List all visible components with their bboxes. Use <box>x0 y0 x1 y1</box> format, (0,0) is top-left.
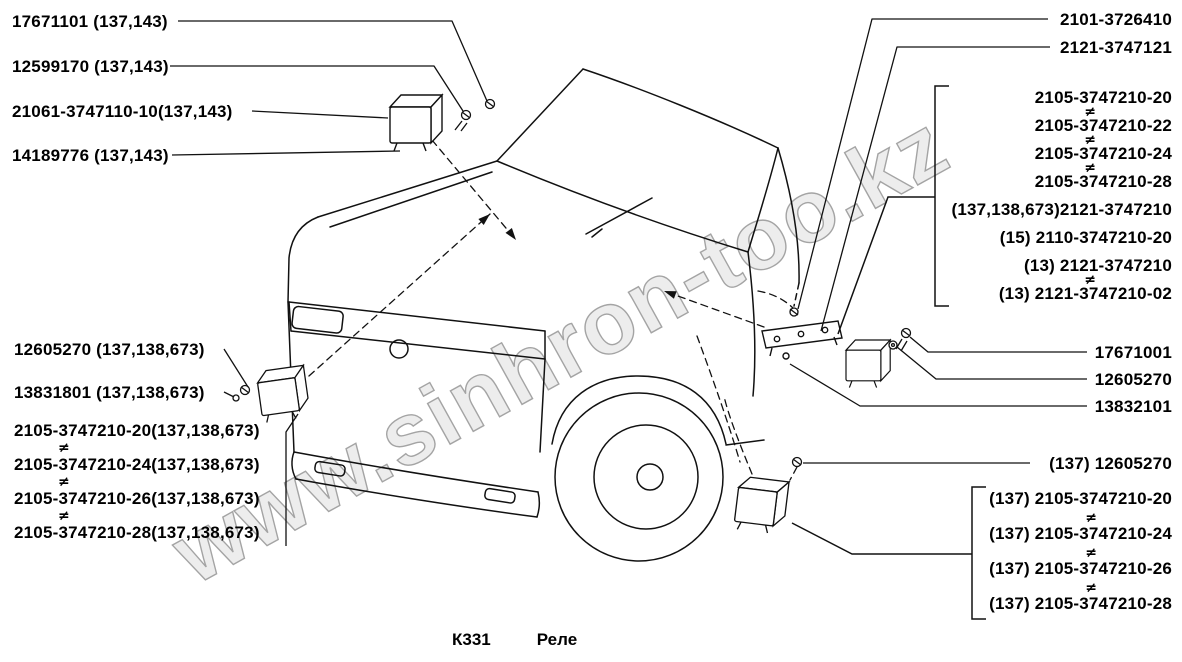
part-label-left-top-2: 12599170 (137,143) <box>12 57 169 76</box>
screw-icon <box>484 98 496 110</box>
part-label-left-bottom-3: 2105-3747210-20(137,138,673) <box>14 421 260 440</box>
bracket-bottom-group <box>971 486 986 620</box>
part-label-right-middle-2: 12605270 <box>1094 370 1172 389</box>
not-equal-separator: ≠ <box>1084 104 1096 120</box>
body-sides <box>725 147 800 446</box>
windshield-and-roof <box>496 68 779 253</box>
wiper-icon <box>585 197 653 238</box>
not-equal-separator: ≠ <box>1085 510 1097 526</box>
arrowheads <box>478 214 677 299</box>
washer-icon <box>888 340 898 350</box>
part-label-left-bottom-2: 13831801 (137,138,673) <box>14 383 205 402</box>
front-bumper <box>291 451 541 518</box>
leader-lines <box>170 18 1087 546</box>
arrowhead <box>505 228 516 240</box>
mounting-plate <box>761 320 843 360</box>
emblem-icon <box>389 339 409 359</box>
part-label-bottom-right-2: (137) 2105-3747210-24 <box>989 524 1172 543</box>
part-label-bottom-right-1: (137) 2105-3747210-20 <box>989 489 1172 508</box>
front-wheel <box>551 375 727 562</box>
bumper-slot <box>484 487 516 504</box>
relay-bottom-icon <box>732 475 790 536</box>
part-label-left-top-1: 17671101 (137,143) <box>12 12 168 31</box>
part-label-left-top-4: 14189776 (137,143) <box>12 146 169 165</box>
dashed-locator-lines <box>299 139 798 481</box>
not-equal-separator: ≠ <box>1084 160 1096 176</box>
turn-signal <box>291 305 344 334</box>
caption-title: Реле <box>536 630 578 649</box>
washer-icon <box>232 394 240 402</box>
arrowhead <box>664 291 677 299</box>
part-label-right-top-2: 2121-3747121 <box>1059 38 1172 57</box>
bumper-slot <box>314 460 346 477</box>
part-label-left-bottom-1: 12605270 (137,138,673) <box>14 340 205 359</box>
part-label-right-group-2: 2105-3747210-22 <box>1034 116 1172 135</box>
part-label-right-group-4: 2105-3747210-28 <box>1034 172 1172 191</box>
bracket-right-connector <box>837 196 935 335</box>
group-brackets <box>791 85 986 620</box>
part-label-right-group-8: (13) 2121-3747210-02 <box>998 284 1172 303</box>
left-group-connector <box>285 413 299 546</box>
bolt-icon <box>789 307 799 317</box>
not-equal-separator: ≠ <box>1084 132 1096 148</box>
wheel-rim <box>593 424 699 530</box>
screw-icon <box>454 109 472 132</box>
part-label-right-group-5: (137,138,673)2121-3747210 <box>951 200 1172 219</box>
relay-left-icon <box>255 364 312 424</box>
watermark-text: www.sinhron-too.kz <box>155 94 964 602</box>
caption-code: К331 <box>452 630 491 649</box>
arrowhead <box>478 214 490 225</box>
part-label-bottom-right-3: (137) 2105-3747210-26 <box>989 559 1172 578</box>
hood <box>287 160 498 303</box>
part-label-right-group-3: 2105-3747210-24 <box>1034 144 1172 163</box>
part-label-bottom-right-4: (137) 2105-3747210-28 <box>989 594 1172 613</box>
part-label-left-top-3: 21061-3747110-10(137,143) <box>12 102 233 121</box>
screw-icon <box>895 327 912 352</box>
part-label-right-group-1: 2105-3747210-20 <box>1034 88 1172 107</box>
tire <box>554 392 724 562</box>
bolt-icon <box>239 384 251 396</box>
bolt-icon <box>791 456 803 468</box>
part-label-right-top-1: 2101-3726410 <box>1059 10 1172 29</box>
bracket-right-group <box>934 85 949 307</box>
not-equal-separator: ≠ <box>58 508 70 524</box>
bolt-icon <box>782 352 790 360</box>
part-label-left-bottom-4: 2105-3747210-24(137,138,673) <box>14 455 260 474</box>
part-label-right-middle-3: 13832101 <box>1094 397 1172 416</box>
relay-right-icon <box>845 339 891 389</box>
part-label-right-group-7: (13) 2121-3747210 <box>1023 256 1172 275</box>
not-equal-separator: ≠ <box>58 440 70 456</box>
not-equal-separator: ≠ <box>1085 580 1097 596</box>
vehicle-illustration <box>287 68 800 562</box>
not-equal-separator: ≠ <box>58 474 70 490</box>
not-equal-separator: ≠ <box>1084 272 1096 288</box>
part-label-left-bottom-6: 2105-3747210-28(137,138,673) <box>14 523 260 542</box>
fasteners <box>232 98 912 468</box>
part-label-right-middle-1: 17671001 <box>1094 343 1172 362</box>
front-grille <box>287 301 546 453</box>
bracket-bottom-connector <box>791 522 972 555</box>
not-equal-separator: ≠ <box>1085 545 1097 561</box>
wheel-hub <box>636 463 664 491</box>
part-label-right-single: (137) 12605270 <box>1049 454 1172 473</box>
part-label-right-group-6: (15) 2110-3747210-20 <box>999 228 1172 247</box>
caption: К331 Реле <box>452 630 577 650</box>
part-label-left-bottom-5: 2105-3747210-26(137,138,673) <box>14 489 260 508</box>
